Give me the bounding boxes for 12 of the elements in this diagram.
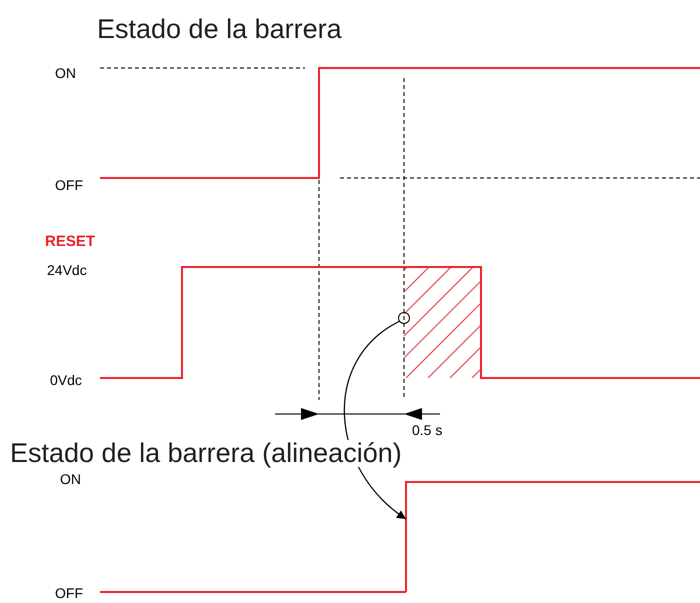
axis-label: 0Vdc (50, 373, 82, 387)
axis-label: OFF (55, 586, 83, 600)
curved-arrow (344, 320, 406, 520)
axis-label: OFF (55, 178, 83, 192)
axis-label: ON (55, 66, 76, 80)
axis-label: 0.5 s (412, 423, 442, 437)
axis-label: ON (60, 472, 81, 486)
marker-circle (398, 312, 410, 324)
chart-heading: Estado de la barrera (alineación) (10, 440, 402, 467)
axis-label: 24Vdc (47, 263, 87, 277)
alignment-waveform (405, 481, 700, 592)
axis-label: RESET (45, 234, 96, 249)
